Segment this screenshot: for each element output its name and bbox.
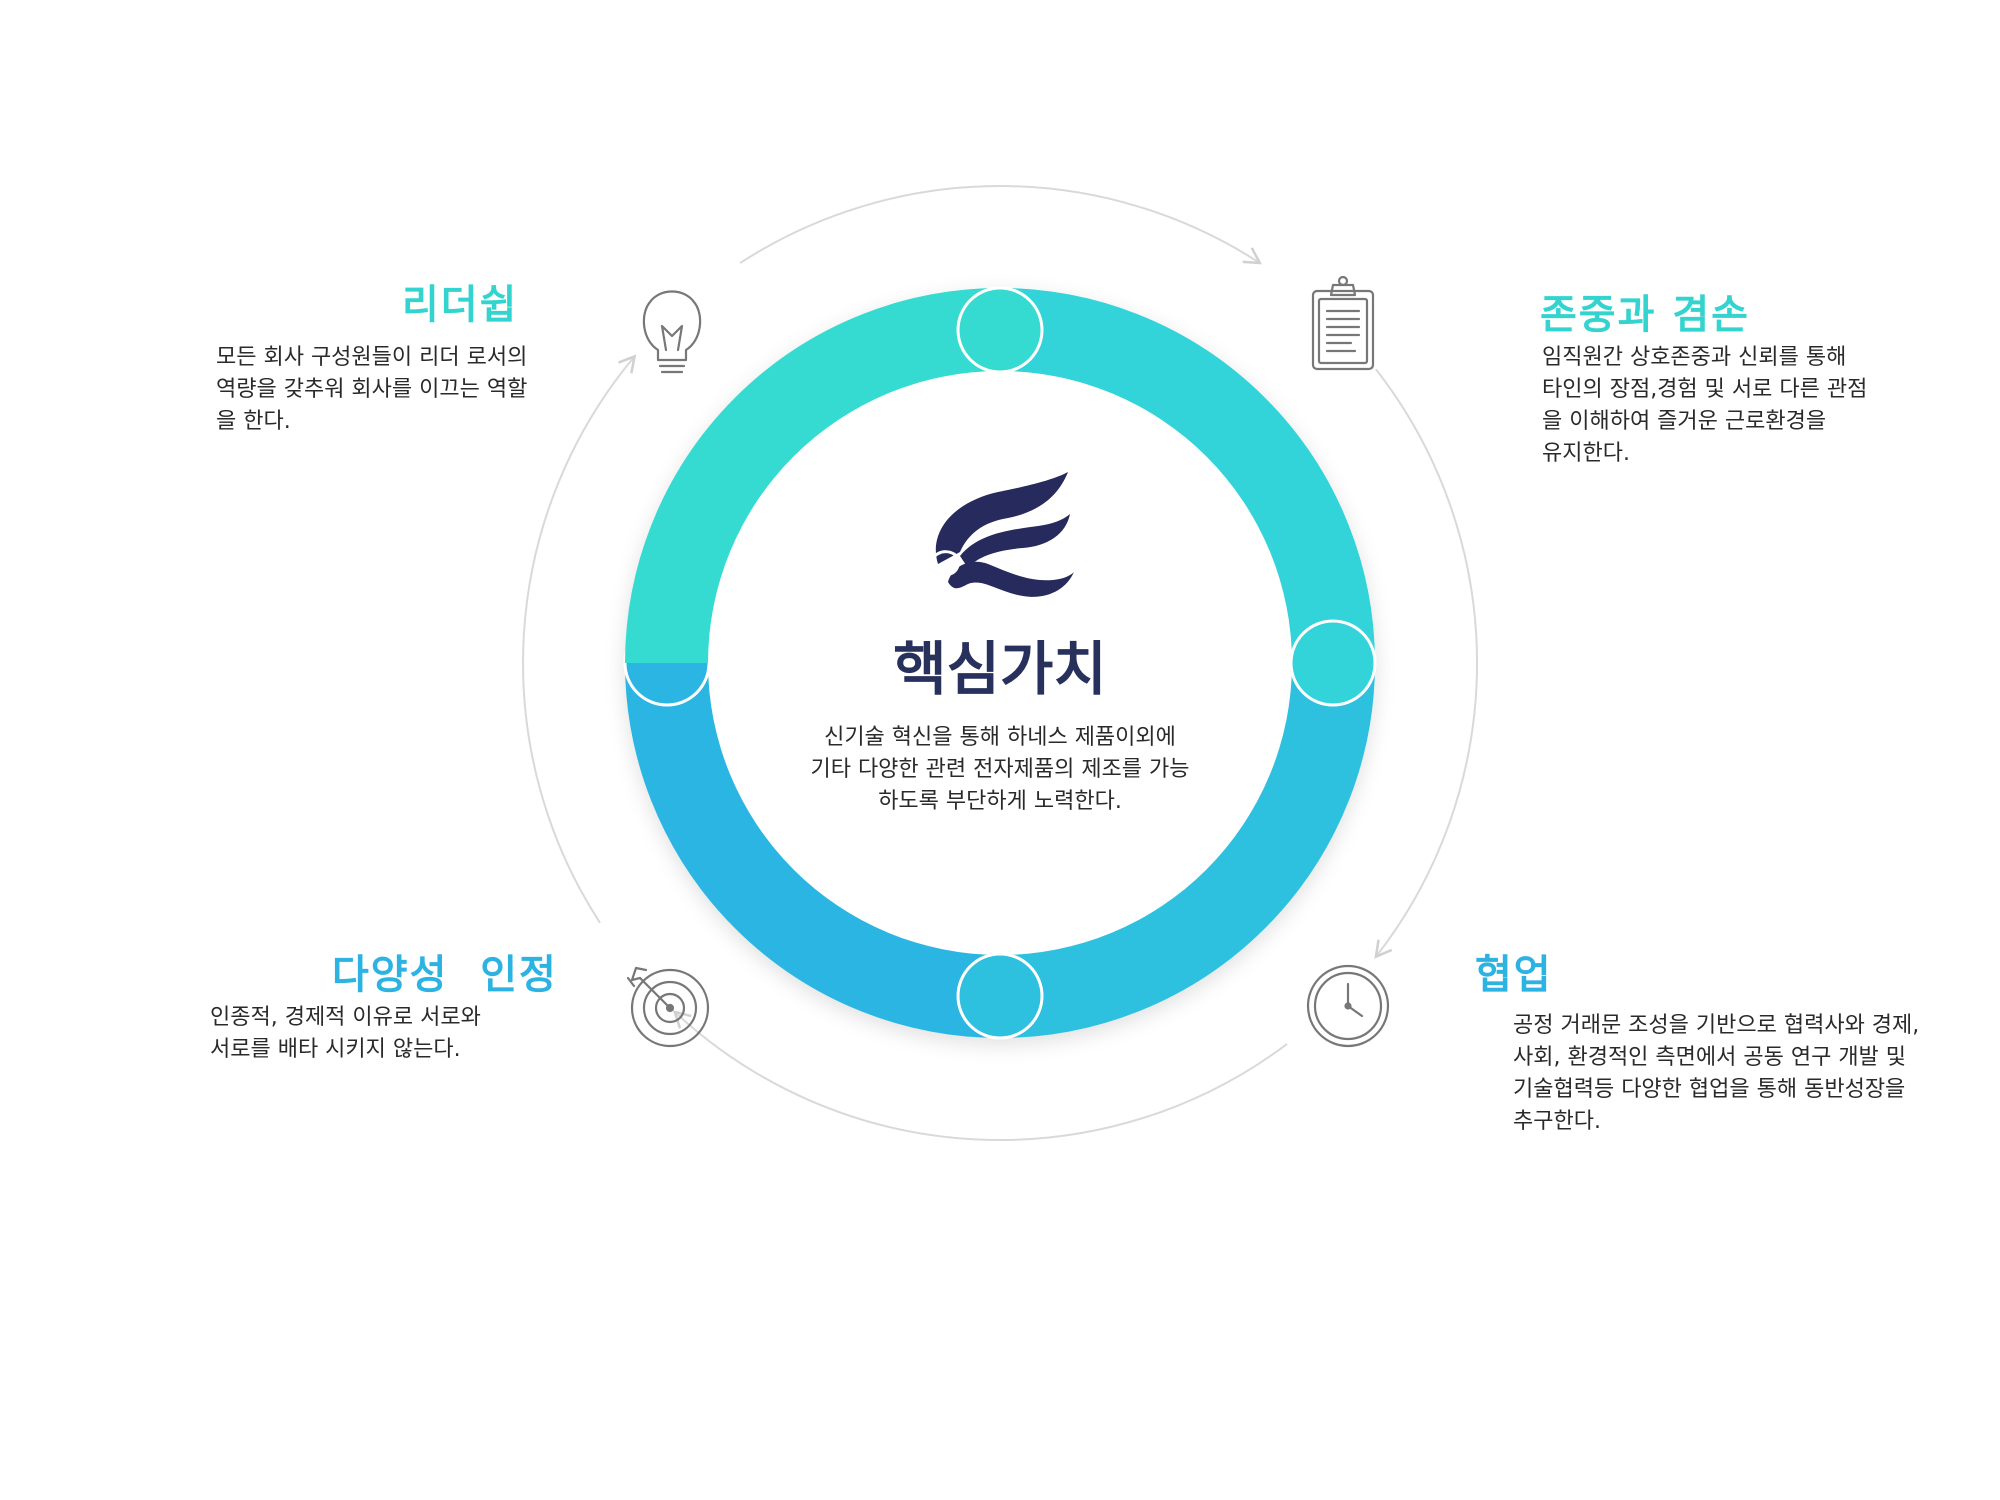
logo-wing-middle bbox=[960, 514, 1070, 568]
arrow-arc-left bbox=[522, 354, 637, 924]
ring-segment-leadership-band bbox=[625, 288, 1001, 664]
center-description-line: 기타 다양한 관련 전자제품의 제조를 가능 bbox=[810, 757, 1190, 782]
respect-title: 존중과 겸손 bbox=[1540, 292, 1750, 338]
center-description-line: 신기술 혁신을 통해 하네스 제품이외에 bbox=[824, 725, 1176, 750]
clipboard-icon bbox=[1311, 275, 1375, 371]
diversity-description: 인종적, 경제적 이유로 서로와 서로를 배타 시키지 않는다. bbox=[210, 1002, 481, 1066]
value-ring bbox=[623, 286, 1377, 1040]
leadership-title: 리더쉽 bbox=[402, 282, 519, 328]
target-icon bbox=[626, 966, 710, 1048]
logo-wing-bottom bbox=[948, 561, 1074, 597]
cooperation-title: 협업 bbox=[1475, 952, 1553, 998]
respect-description-line: 임직원간 상호존중과 신뢰를 통해 bbox=[1542, 345, 1847, 370]
cooperation-description-line: 추구한다. bbox=[1513, 1109, 1601, 1134]
center-title: 핵심가치 bbox=[893, 635, 1107, 703]
outer-ring bbox=[522, 185, 1478, 1141]
cooperation-description-line: 공정 거래문 조성을 기반으로 협력사와 경제, bbox=[1513, 1013, 1920, 1038]
arrow-arc-top bbox=[739, 185, 1262, 265]
company-logo bbox=[928, 472, 1074, 597]
ring-segment-respect-band bbox=[999, 288, 1375, 664]
leadership-description-line: 역량을 갖추워 회사를 이끄는 역할 bbox=[216, 377, 528, 402]
ring-segment-leadership-cap bbox=[956, 286, 1044, 374]
ring-segment-cooperation bbox=[956, 662, 1375, 1040]
logo-wing-top bbox=[935, 472, 1068, 564]
respect-description-line: 유지한다. bbox=[1542, 441, 1630, 466]
logo-swirl bbox=[928, 550, 960, 576]
diversity-description-line: 서로를 배타 시키지 않는다. bbox=[210, 1037, 461, 1062]
leadership-description: 모든 회사 구성원들이 리더 로서의 역량을 갖추워 회사를 이끄는 역할 을 … bbox=[216, 342, 527, 438]
ring-segment-diversity-band bbox=[625, 662, 1001, 1038]
leadership-description-line: 을 한다. bbox=[216, 409, 291, 434]
ring-segment-cooperation-band bbox=[999, 662, 1375, 1038]
arrow-arc-bottom bbox=[672, 1010, 1288, 1141]
cooperation-description-line: 사회, 환경적인 측면에서 공동 연구 개발 및 bbox=[1513, 1045, 1907, 1070]
lightbulb-icon bbox=[642, 290, 702, 374]
ring-segment-respect-cap bbox=[1289, 619, 1377, 707]
diversity-title: 다양성 인정 bbox=[332, 952, 558, 998]
clock-icon bbox=[1306, 964, 1390, 1048]
arrow-arc-right bbox=[1374, 368, 1478, 959]
center-description: 신기술 혁신을 통해 하네스 제품이외에 기타 다양한 관련 전자제품의 제조를… bbox=[760, 722, 1240, 818]
diversity-description-line: 인종적, 경제적 이유로 서로와 bbox=[210, 1005, 481, 1030]
center-circle bbox=[708, 371, 1292, 955]
cooperation-description: 공정 거래문 조성을 기반으로 협력사와 경제, 사회, 환경적인 측면에서 공… bbox=[1513, 1010, 1919, 1138]
ring-segment-cooperation-cap bbox=[956, 952, 1044, 1040]
respect-description-line: 타인의 장점,경험 및 서로 다른 관점 bbox=[1542, 377, 1868, 402]
center-description-line: 하도록 부단하게 노력한다. bbox=[878, 789, 1122, 814]
respect-description-line: 을 이해하여 즐거운 근로환경을 bbox=[1542, 409, 1827, 434]
leadership-description-line: 모든 회사 구성원들이 리더 로서의 bbox=[216, 345, 528, 370]
cooperation-description-line: 기술협력등 다양한 협업을 통해 동반성장을 bbox=[1513, 1077, 1906, 1102]
ring-segment-leadership bbox=[625, 286, 1044, 664]
respect-description: 임직원간 상호존중과 신뢰를 통해 타인의 장점,경험 및 서로 다른 관점 을… bbox=[1542, 342, 1867, 470]
